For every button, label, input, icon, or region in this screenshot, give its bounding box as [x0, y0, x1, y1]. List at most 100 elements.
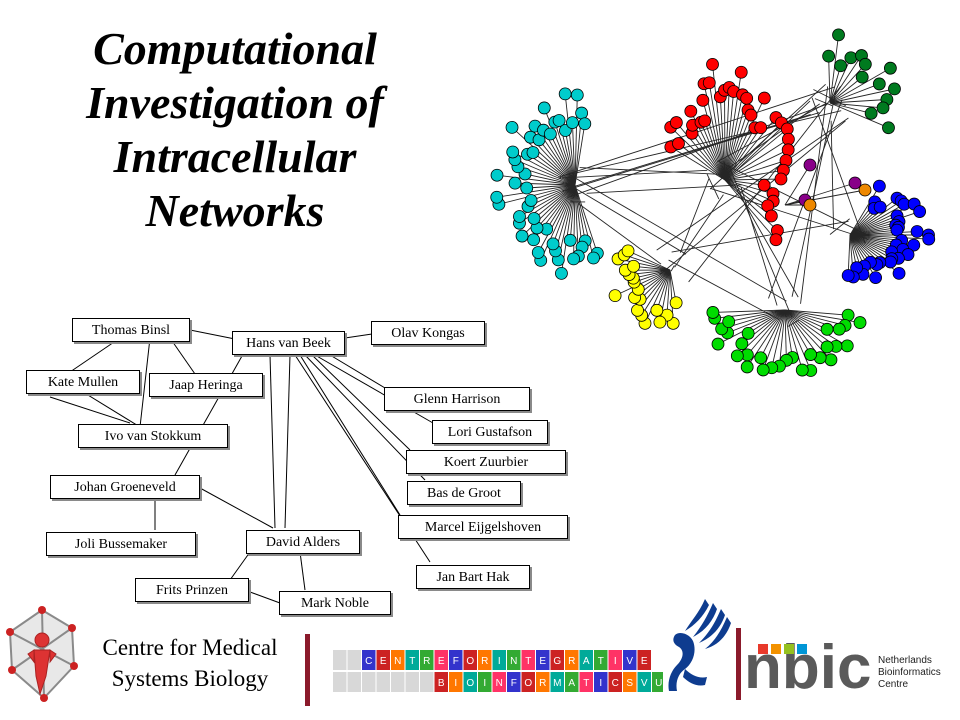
network-node	[754, 351, 768, 365]
network-edge	[787, 319, 800, 327]
network-edge	[830, 120, 835, 230]
person-box: Lori Gustafson	[432, 420, 548, 444]
person-box: Joli Bussemaker	[46, 532, 196, 556]
network-edge	[849, 203, 905, 236]
network-node	[820, 340, 834, 354]
network-edge	[564, 93, 576, 186]
title-line: Computational	[93, 23, 377, 74]
network-node	[722, 315, 736, 329]
network-edge	[829, 102, 884, 109]
network-node	[844, 51, 858, 65]
network-edge	[829, 34, 839, 104]
strip-letter: C	[365, 656, 372, 667]
network-edge	[784, 164, 811, 206]
network-edge	[811, 97, 866, 245]
network-edge	[724, 178, 781, 181]
person-label: Jaap Heringa	[169, 378, 243, 393]
network-edge	[784, 309, 828, 330]
network-node	[527, 212, 541, 225]
network-node	[795, 363, 809, 377]
strip-letter-cell	[449, 672, 463, 692]
network-edge	[564, 130, 576, 186]
strip-cell	[362, 672, 376, 692]
network-edge	[527, 153, 576, 186]
network-edge	[670, 126, 726, 181]
network-edge	[724, 179, 777, 241]
network-edge	[532, 152, 576, 186]
network-edge	[712, 309, 786, 313]
network-node	[864, 106, 878, 120]
network-edge	[849, 231, 918, 236]
network-edge	[724, 114, 752, 181]
person-box: David Alders	[246, 530, 360, 554]
person-label: Olav Kongas	[391, 326, 465, 341]
person-label: Ivo van Stokkum	[104, 429, 202, 444]
network-edge	[849, 197, 898, 236]
network-edge	[533, 184, 576, 219]
network-edge	[800, 86, 829, 304]
network-node	[820, 322, 834, 336]
strip-letter: G	[553, 656, 561, 667]
network-node	[922, 232, 936, 246]
network-node	[706, 306, 720, 319]
network-node	[872, 77, 886, 91]
cmsb-line: Centre for Medical	[102, 635, 278, 660]
network-edge	[514, 159, 576, 186]
network-edge	[641, 269, 671, 316]
network-edge	[724, 160, 787, 181]
network-edge	[829, 102, 872, 114]
network-edge	[784, 309, 846, 326]
title-line: Networks	[145, 185, 325, 236]
network-node	[910, 225, 924, 238]
network-edge	[784, 309, 837, 347]
network-node	[546, 237, 560, 251]
strip-letter: N	[510, 656, 517, 667]
network-node	[627, 259, 641, 273]
network-edge	[829, 76, 863, 104]
network-edge	[733, 100, 811, 174]
person-label: Frits Prinzen	[156, 583, 228, 598]
strip-letter-cell	[623, 650, 637, 670]
network-node	[669, 116, 683, 129]
person-box: Johan Groeneveld	[50, 475, 200, 499]
nbic-sub-line: Netherlands	[878, 655, 932, 666]
network-edge	[727, 103, 820, 169]
strip-letter-cell	[478, 672, 492, 692]
network-node	[735, 337, 749, 351]
person-label: Lori Gustafson	[447, 425, 533, 440]
strip-letter-cell	[536, 650, 550, 670]
network-edge	[586, 184, 742, 194]
network-node	[587, 251, 600, 265]
strip-letter-cell	[376, 650, 390, 670]
strip-letter: A	[583, 656, 590, 667]
network-node	[913, 205, 927, 218]
network-edge	[578, 203, 662, 265]
network-edge	[849, 234, 876, 278]
person-box: Bas de Groot	[407, 481, 521, 505]
nbic-mark: nbic	[744, 633, 871, 700]
person-box: Jaap Heringa	[149, 373, 263, 397]
network-node	[631, 303, 644, 317]
strip-cell	[333, 650, 347, 670]
network-node	[531, 246, 545, 259]
network-node	[822, 49, 836, 63]
strip-letter: I	[454, 678, 457, 689]
strip-letter-cell	[608, 650, 622, 670]
strip-letter-cell	[521, 650, 535, 670]
person-label: Mark Noble	[300, 596, 370, 611]
network-edge	[679, 177, 710, 253]
cmsb-line: Systems Biology	[111, 666, 269, 691]
network-node	[524, 194, 538, 207]
network-edge	[784, 309, 811, 355]
network-node	[566, 116, 579, 130]
network-node	[621, 244, 635, 258]
network-edge	[579, 167, 731, 176]
network-edge	[724, 179, 768, 207]
network-node	[527, 233, 541, 247]
person-box: Kate Mullen	[26, 370, 140, 394]
network-edge	[574, 184, 598, 254]
network-node	[608, 289, 622, 303]
network-node	[490, 190, 504, 204]
strip-letter-cell	[652, 672, 663, 692]
strip-letter: R	[481, 656, 488, 667]
